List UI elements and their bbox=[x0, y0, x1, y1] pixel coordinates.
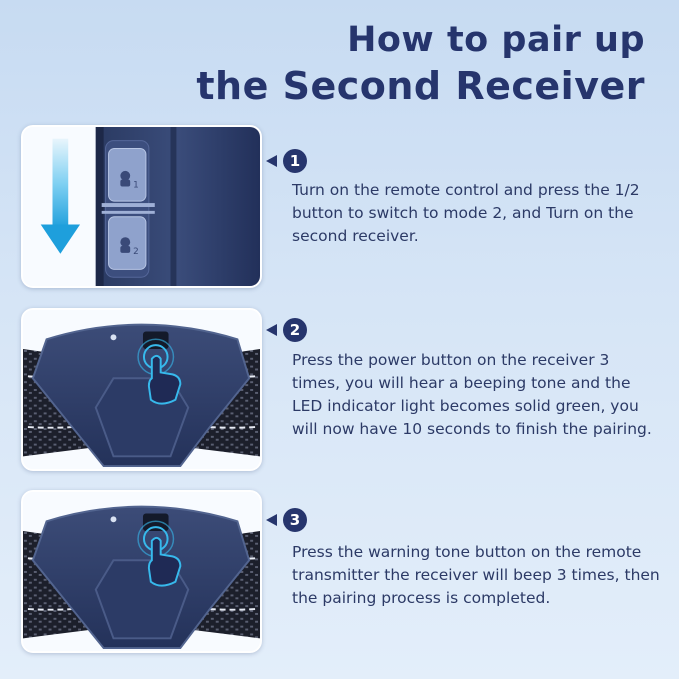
step-2-header: 2 bbox=[266, 318, 307, 342]
remote-side-illustration: 1 2 bbox=[23, 127, 260, 286]
left-triangle-icon bbox=[266, 324, 277, 336]
step-1-image: 1 2 bbox=[21, 125, 262, 288]
svg-text:2: 2 bbox=[133, 247, 139, 257]
step-1-header: 1 bbox=[266, 149, 307, 173]
receiver-collar-illustration bbox=[23, 492, 260, 651]
left-triangle-icon bbox=[266, 514, 277, 526]
dog-icon: 1 bbox=[120, 170, 139, 191]
page-title: How to pair up the Second Receiver bbox=[196, 18, 645, 110]
step-3-number: 3 bbox=[283, 508, 307, 532]
step-3-header: 3 bbox=[266, 508, 307, 532]
step-1-number: 1 bbox=[283, 149, 307, 173]
step-3-image bbox=[21, 490, 262, 653]
title-line-1: How to pair up bbox=[347, 20, 645, 60]
pointing-hand-icon bbox=[137, 520, 182, 587]
dog-icon: 2 bbox=[120, 237, 139, 257]
step-2-text: Press the power button on the receiver 3… bbox=[292, 351, 652, 438]
step-2-image bbox=[21, 308, 262, 471]
step-1-text: Turn on the remote control and press the… bbox=[292, 181, 640, 245]
down-arrow-icon bbox=[40, 138, 81, 254]
step-3-text: Press the warning tone button on the rem… bbox=[292, 543, 660, 607]
step-2-number: 2 bbox=[283, 318, 307, 342]
svg-text:1: 1 bbox=[133, 181, 139, 191]
pointing-hand-icon bbox=[137, 338, 182, 405]
title-line-2: the Second Receiver bbox=[196, 64, 645, 108]
left-triangle-icon bbox=[266, 155, 277, 167]
receiver-collar-illustration bbox=[23, 310, 260, 469]
